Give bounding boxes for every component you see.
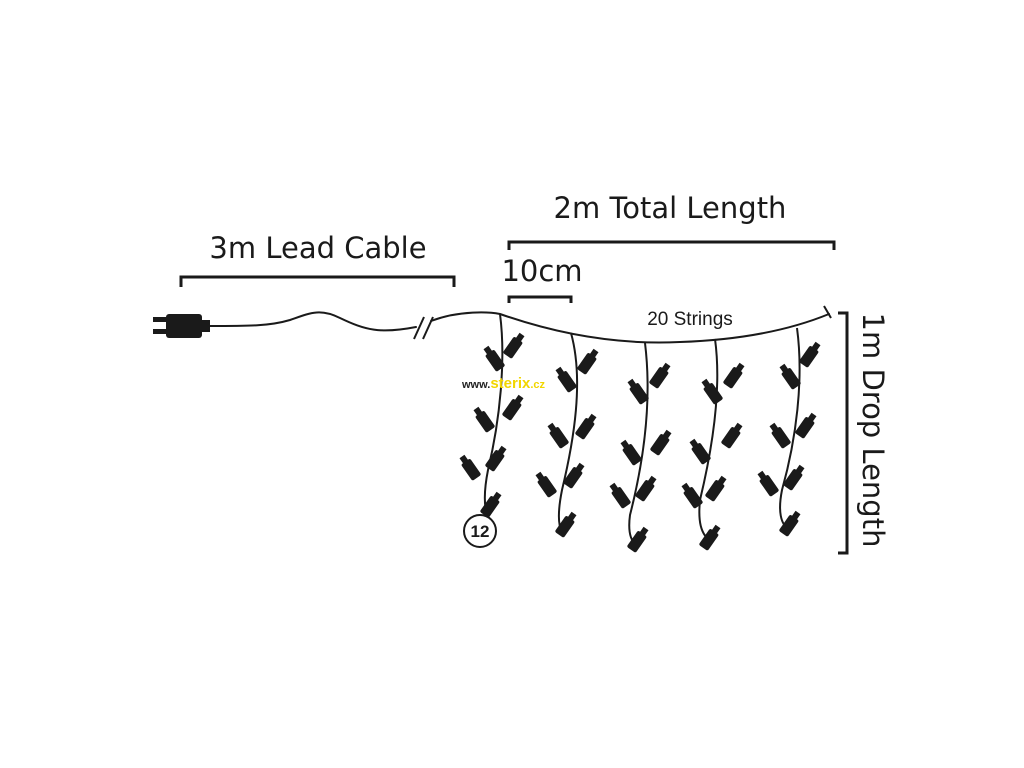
light-string-wire: [483, 313, 504, 516]
led-bulb-icon: [795, 412, 817, 439]
led-bulb-icon: [649, 362, 671, 389]
spacing-bracket: [507, 295, 573, 303]
total-length-bracket: [507, 240, 836, 250]
led-bulb-icon: [459, 454, 481, 481]
led-bulb-icon: [721, 422, 743, 449]
watermark-brand: sterix: [490, 375, 531, 392]
led-bulb-icon: [779, 510, 801, 537]
plug-connector-icon: [153, 314, 210, 338]
drop-length-label: 1m Drop Length: [856, 313, 890, 548]
lead-cable-bracket: [179, 275, 456, 287]
led-bulb-icon: [473, 406, 495, 433]
led-bulb-icon: [575, 413, 597, 440]
led-bulb-icon: [555, 511, 577, 538]
light-string-wire: [628, 342, 649, 546]
lead-cable-dimension: 3m Lead Cable: [179, 231, 456, 287]
led-bulb-icon: [609, 482, 631, 509]
light-string-wire: [779, 327, 801, 531]
led-bulb-icon: [535, 471, 557, 498]
light-string-wire: [698, 338, 719, 543]
led-bulb-icon: [681, 482, 703, 509]
led-bulb-icon: [563, 462, 585, 489]
main-wire: [430, 311, 830, 344]
bulb-count-value: 12: [471, 522, 490, 541]
led-bulb-icon: [503, 332, 525, 359]
led-bulb-icon: [689, 438, 711, 465]
led-bulb-icon: [620, 439, 642, 466]
led-bulb-icon: [627, 526, 649, 553]
led-bulb-icon: [757, 470, 779, 497]
led-bulb-icon: [485, 445, 507, 472]
led-bulb-icon: [577, 348, 599, 375]
lead-cable-label: 3m Lead Cable: [209, 231, 426, 265]
lead-cable-wire: [209, 311, 417, 332]
drop-length-bracket: [838, 311, 849, 555]
led-bulb-icon: [701, 378, 723, 405]
led-bulb-icon: [779, 363, 801, 390]
led-bulb-icon: [769, 422, 791, 449]
cable-break-icon: [413, 316, 434, 340]
watermark-suffix: .cz: [530, 379, 545, 391]
led-bulb-icon: [783, 464, 805, 491]
led-bulb-icon: [650, 429, 672, 456]
led-bulb-icon: [627, 378, 649, 405]
light-string-wire: [558, 332, 579, 533]
svg-text:www.sterix.cz: www.sterix.cz: [461, 375, 546, 392]
led-bulb-icon: [705, 475, 727, 502]
led-bulb-icon: [555, 366, 577, 393]
drop-length-dimension: 1m Drop Length: [838, 311, 890, 555]
strings-count-label: 20 Strings: [647, 309, 733, 330]
total-length-label: 2m Total Length: [554, 191, 787, 225]
bulb-count-badge: 12: [463, 514, 497, 548]
led-bulb-icon: [635, 475, 657, 502]
spacing-label: 10cm: [501, 254, 582, 288]
led-bulb-icon: [699, 524, 721, 551]
light-strings: [459, 313, 821, 553]
led-bulb-icon: [483, 345, 505, 372]
led-bulb-icon: [480, 491, 502, 518]
spacing-dimension: 10cm: [501, 254, 583, 303]
total-length-dimension: 2m Total Length: [507, 191, 836, 250]
watermark-prefix: www.: [461, 379, 490, 391]
led-bulb-icon: [799, 341, 821, 368]
wire-end-cap: [823, 305, 832, 319]
led-bulb-icon: [723, 362, 745, 389]
led-bulb-icon: [547, 422, 569, 449]
led-bulb-icon: [502, 394, 524, 421]
watermark: www.sterix.cz: [461, 375, 546, 392]
